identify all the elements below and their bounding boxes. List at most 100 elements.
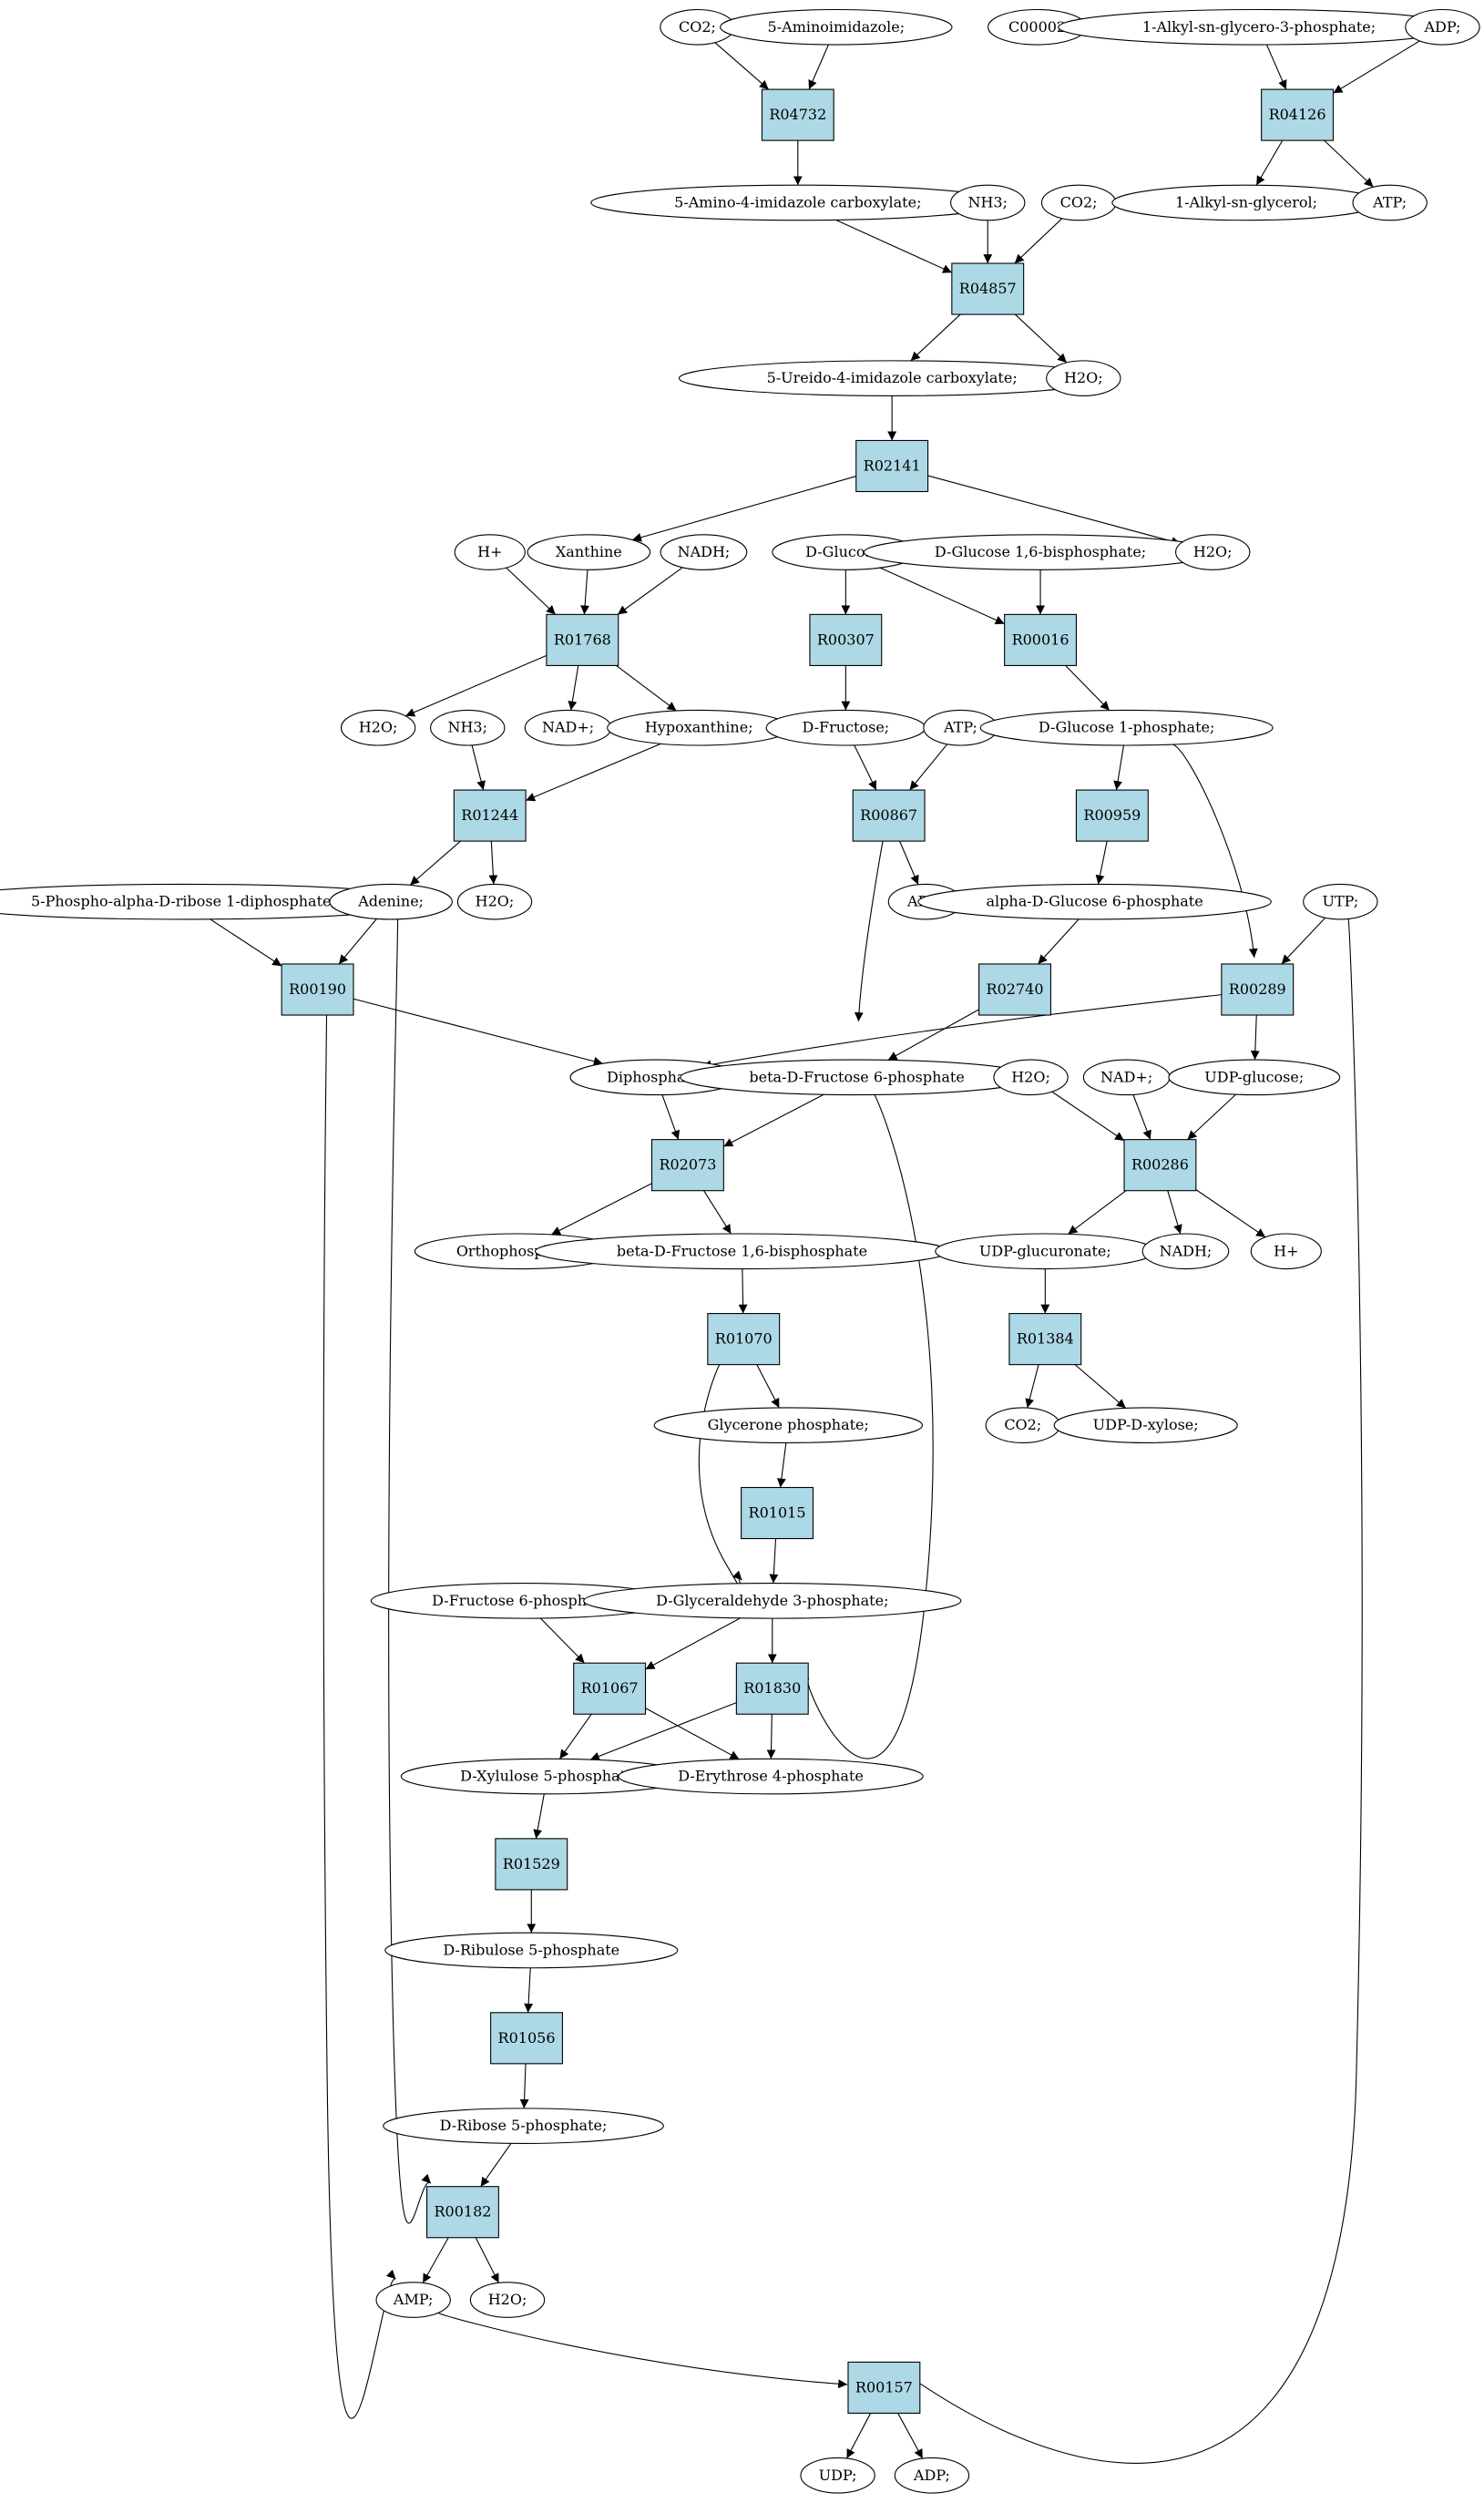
compound-node-c_h2o_d[interactable]: H2O; [456,883,533,920]
compound-node-c_alkyl_glycerol[interactable]: 1-Alkyl-sn-glycerol; [1111,184,1381,221]
compound-node-c_utp[interactable]: UTP; [1303,883,1378,920]
compound-node-c_alkyl_g3p[interactable]: 1-Alkyl-sn-glycero-3-phosphate; [1058,8,1460,46]
compound-node-c_adp_top[interactable]: ADP; [1405,8,1480,46]
reaction-node-R02073[interactable]: R02073 [650,1139,724,1192]
compound-ellipse [340,709,416,746]
compound-node-c_diphosphate[interactable]: Diphosphate; [569,1059,742,1096]
compound-label: H2O; [1011,1068,1050,1085]
compound-node-c_bdf6p[interactable]: beta-D-Fructose 6-phosphate [680,1059,1034,1096]
compound-node-c_prpp[interactable]: 5-Phospho-alpha-D-ribose 1-diphosphate; [0,883,434,920]
compound-node-c_co2_b[interactable]: CO2; [1040,184,1117,221]
reaction-node-R00289[interactable]: R00289 [1221,963,1295,1016]
edge-R04126-to-c_alkyl_glycerol [1255,139,1284,186]
reaction-node-R00190[interactable]: R00190 [281,963,354,1016]
compound-node-c_nh3_b[interactable]: NH3; [430,709,506,746]
compound-node-c_co2_c[interactable]: CO2; [985,1407,1060,1444]
compound-node-c_uic[interactable]: 5-Ureido-4-imidazole carboxylate; [678,360,1106,396]
compound-node-c_udpglucuronate[interactable]: UDP-glucuronate; [935,1233,1156,1270]
compound-node-c_nh3_a[interactable]: NH3; [950,184,1026,221]
reaction-node-R02740[interactable]: R02740 [978,963,1051,1016]
compound-node-c_adp_c[interactable]: ADP; [894,2457,970,2494]
reaction-node-R01529[interactable]: R01529 [495,1838,568,1891]
compound-node-c_hplus_b[interactable]: H+ [1250,1233,1322,1270]
compound-node-c_aminoimidazole[interactable]: 5-Aminoimidazole; [720,8,953,46]
compound-node-c_amp[interactable]: AMP; [375,2282,451,2318]
compound-node-c_glyceronep[interactable]: Glycerone phosphate; [653,1407,923,1444]
compound-node-c_h2o_c[interactable]: H2O; [340,709,416,746]
reaction-node-R01070[interactable]: R01070 [707,1313,781,1366]
compound-node-c_hplus_a[interactable]: H+ [454,534,526,570]
compound-node-c_nadplus_a[interactable]: NAD+; [524,709,612,746]
compound-node-c_adenine[interactable]: Adenine; [329,883,453,920]
edge-R00867-to-c_adp_b [899,840,919,885]
compound-node-c_dglucose[interactable]: D-Glucose; [772,534,920,570]
reaction-node-R00867[interactable]: R00867 [852,789,926,842]
reaction-node-R01830[interactable]: R01830 [735,1662,809,1715]
reaction-node-R01244[interactable]: R01244 [453,789,527,842]
edge-c_dx5p-to-R01529 [533,1793,545,1839]
reaction-label: R04857 [959,280,1017,297]
compound-node-c_dg1p[interactable]: D-Glucose 1-phosphate; [979,709,1274,746]
reaction-node-R01768[interactable]: R01768 [546,613,619,666]
compound-ellipse [800,2457,875,2494]
compound-node-c_dru5p[interactable]: D-Ribulose 5-phosphate [384,1932,679,1969]
compound-node-c_adg6p[interactable]: alpha-D-Glucose 6-phosphate [917,883,1272,920]
reaction-node-R04732[interactable]: R04732 [761,88,834,141]
edge-R01768-to-c_nadplus_a [568,665,579,711]
compound-node-c_nadh_b[interactable]: NADH; [1141,1233,1230,1270]
edge-c_nh3_b-to-R01244 [471,744,486,791]
edge-R01067-to-c_de4p [645,1708,740,1760]
reaction-node-R00286[interactable]: R00286 [1123,1139,1197,1192]
compound-ellipse [660,534,748,570]
compound-node-c_atp_b[interactable]: ATP; [923,709,998,746]
compound-node-c_dfructose[interactable]: D-Fructose; [765,709,926,746]
reaction-node-R01384[interactable]: R01384 [1008,1313,1082,1366]
reaction-node-R00157[interactable]: R00157 [847,2361,921,2414]
reaction-label: R01070 [715,1330,773,1348]
edge-c_dg1p-to-R00289 [1172,744,1258,959]
compound-node-c_dg16bp[interactable]: D-Glucose 1,6-bisphosphate; [863,534,1218,570]
compound-node-c_udpglucose[interactable]: UDP-glucose; [1168,1059,1341,1096]
reaction-box [761,88,834,141]
compound-node-c_nadplus_b[interactable]: NAD+; [1082,1059,1171,1096]
edge-R00157-to-c_udp [845,2413,872,2459]
compound-node-c_udp[interactable]: UDP; [800,2457,875,2494]
compound-node-c_dga3p[interactable]: D-Glyceraldehyde 3-phosphate; [583,1583,962,1619]
edge-R00157-to-c_adp_c [897,2413,924,2459]
reaction-node-R01056[interactable]: R01056 [490,2012,563,2065]
reaction-label: R04126 [1269,106,1326,123]
compound-node-c_h2o_b[interactable]: H2O; [1175,534,1251,570]
reaction-node-R01015[interactable]: R01015 [741,1486,814,1540]
compound-node-c_df6p[interactable]: D-Fructose 6-phosphate; [370,1583,677,1619]
edge-c_dga3p-to-R01067 [645,1617,741,1670]
reaction-node-R00307[interactable]: R00307 [809,613,883,666]
reaction-node-R02141[interactable]: R02141 [855,439,929,493]
compound-node-c_dr5p[interactable]: D-Ribose 5-phosphate; [383,2108,664,2144]
compound-label: 5-Amino-4-imidazole carboxylate; [674,193,921,210]
compound-node-c_nadh_a[interactable]: NADH; [660,534,748,570]
reaction-node-R01067[interactable]: R01067 [573,1662,647,1715]
compound-node-c_aic[interactable]: 5-Amino-4-imidazole carboxylate; [590,184,1006,221]
compound-node-c_h2o_a[interactable]: H2O; [1046,360,1121,396]
compound-node-c_bdf16bp[interactable]: beta-D-Fructose 1,6-bisphosphate [534,1233,950,1270]
compound-label: Diphosphate; [607,1068,705,1085]
compound-ellipse [384,1932,679,1969]
compound-label: D-Glyceraldehyde 3-phosphate; [656,1592,888,1609]
compound-node-c_c00002[interactable]: C00002 [988,8,1088,46]
compound-node-c_hypoxanthine[interactable]: Hypoxanthine; [607,709,792,746]
compound-node-c_udpxylose[interactable]: UDP-D-xylose; [1053,1407,1238,1444]
reaction-label: R00182 [434,2203,491,2221]
compound-node-c_xanthine[interactable]: Xanthine [527,534,651,570]
reaction-node-R00016[interactable]: R00016 [1004,613,1078,666]
reaction-label: R00190 [289,980,346,998]
compound-node-c_h2o_f[interactable]: H2O; [469,2282,546,2318]
compound-node-c_h2o_e[interactable]: H2O; [993,1059,1069,1096]
reaction-node-R00959[interactable]: R00959 [1075,789,1149,842]
compound-node-c_co2_top[interactable]: CO2; [660,8,735,46]
reaction-node-R04126[interactable]: R04126 [1261,88,1335,141]
compound-node-c_de4p[interactable]: D-Erythrose 4-phosphate [618,1758,924,1795]
compound-node-c_atp_a[interactable]: ATP; [1352,184,1428,221]
reaction-node-R04857[interactable]: R04857 [951,262,1025,315]
edge-c_nadh_a-to-R01768 [617,567,683,615]
reaction-node-R00182[interactable]: R00182 [426,2186,499,2239]
